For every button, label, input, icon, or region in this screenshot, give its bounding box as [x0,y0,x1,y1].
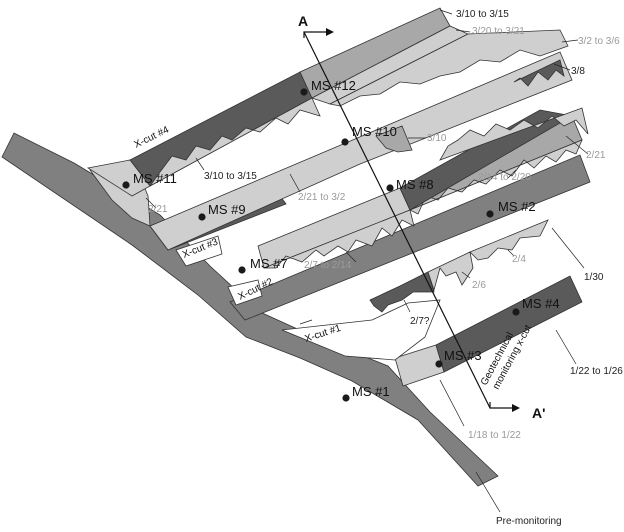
leader-lines [145,9,589,513]
panel-2-retreat-0206 [427,251,474,292]
station-label: MS #9 [208,202,246,217]
date-label: 3/2 to 3/6 [578,36,620,47]
station-label: MS #8 [396,177,434,192]
station-label: MS #7 [250,256,288,271]
station-marker [198,213,206,221]
date-label: 1/30 [584,272,604,283]
section-line-a: A A' [298,13,545,421]
station-marker [122,181,130,189]
panel-3-retreat-0207-0214 [263,209,415,269]
date-label: 3/10 [427,133,447,144]
station-ms7: MS #7 [238,256,288,274]
date-labels: 3/10 to 3/15 3/20 to 3/21 3/2 to 3/6 3/8… [148,9,623,527]
station-label: MS #11 [133,171,177,186]
station-ms8: MS #8 [386,177,434,192]
panel-4-retreat-0308 [513,59,565,87]
panel-2-retreat-0204 [469,219,549,261]
date-label: 1/22 to 1/26 [570,366,623,377]
panel-5-retreat-0310-0315 [149,97,321,187]
date-label: 3/8 [571,66,585,77]
date-label: 2/7 to 2/14 [304,260,352,271]
station-marker [342,394,350,402]
panel-4-entry [149,51,573,251]
station-marker [386,184,394,192]
date-label: 3/10 to 3/15 [204,171,257,182]
station-label: MS #2 [498,199,536,214]
station-label: MS #10 [352,124,397,139]
date-label: 3/20 to 3/21 [472,26,525,37]
crosscut-3-area [175,235,223,267]
station-ms9: MS #9 [198,202,246,221]
section-start-label: A [298,13,308,29]
station-label: MS #12 [311,78,356,93]
panel-2-entry [229,154,591,321]
date-label: 3/10 to 3/15 [456,9,509,20]
station-marker [300,88,308,96]
station-marker [512,308,520,316]
date-label: 2/6 [472,280,486,291]
station-ms12: MS #12 [300,78,356,96]
panel-3-retreat-0214-0220 [409,139,583,215]
station-label: MS #3 [444,348,482,363]
date-label: 2/21 to 3/2 [298,192,346,203]
date-label: 2/4 [512,254,526,265]
station-ms4: MS #4 [512,296,560,316]
panel-5-retreat-0320-0321 [328,29,569,107]
panel-4-retreat-0310 [375,125,413,153]
station-label: MS #4 [522,296,560,311]
station-marker [486,210,494,218]
panel-4-retreat-0221 [439,107,589,161]
section-end-label: A' [532,405,545,421]
station-ms3: MS #3 [435,348,482,368]
station-ms10: MS #10 [341,124,397,146]
station-marker [435,360,443,368]
date-label: 2/21 [586,150,606,161]
station-label: MS #1 [352,384,390,399]
panel-2-retreat-0207 [369,271,435,313]
crosscut-4-area [86,159,151,197]
date-label: 2/21 [148,204,168,215]
station-ms2: MS #2 [486,199,536,218]
date-label: Pre-monitoring [496,516,562,527]
station-marker [238,266,246,274]
crosscut-1-area [281,299,441,361]
date-label: 1/18 to 1/22 [468,430,521,441]
monitoring-stations: MS #1 MS #2 MS #3 MS #4 MS #7 MS #8 MS #… [122,78,560,402]
station-ms1: MS #1 [342,384,390,402]
station-ms11: MS #11 [122,171,177,189]
date-label: 2/14 to 2/20 [478,172,531,183]
date-label: 2/7? [410,316,430,327]
station-marker [341,138,349,146]
crosscut-2-area [227,279,263,306]
